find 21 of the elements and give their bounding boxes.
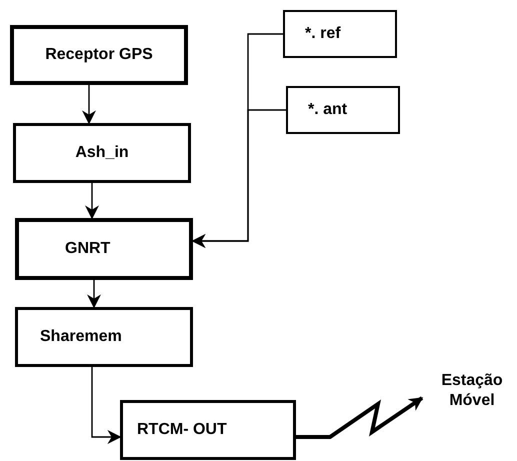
- process-box: [10, 25, 188, 85]
- process-box: [15, 307, 193, 367]
- arrow: [91, 367, 122, 444]
- process-box: [286, 86, 400, 134]
- box-label: Estação Móvel: [440, 371, 504, 411]
- box-label: GNRT: [65, 239, 110, 259]
- box-label: Receptor GPS: [45, 45, 153, 65]
- box-label: Ash_in: [75, 143, 129, 163]
- box-label: *. ant: [308, 100, 348, 120]
- radio-link-arrow: [296, 396, 424, 439]
- arrow: [85, 183, 99, 220]
- box-label: Sharemem: [40, 327, 122, 347]
- box-label: RTCM- OUT: [137, 420, 227, 440]
- process-box: [120, 400, 296, 460]
- arrow: [192, 109, 286, 248]
- arrow: [82, 85, 96, 124]
- arrow: [87, 280, 101, 308]
- box-label: *. ref: [305, 24, 341, 44]
- process-box: [15, 218, 193, 280]
- process-box: [283, 10, 397, 58]
- process-box: [13, 123, 191, 183]
